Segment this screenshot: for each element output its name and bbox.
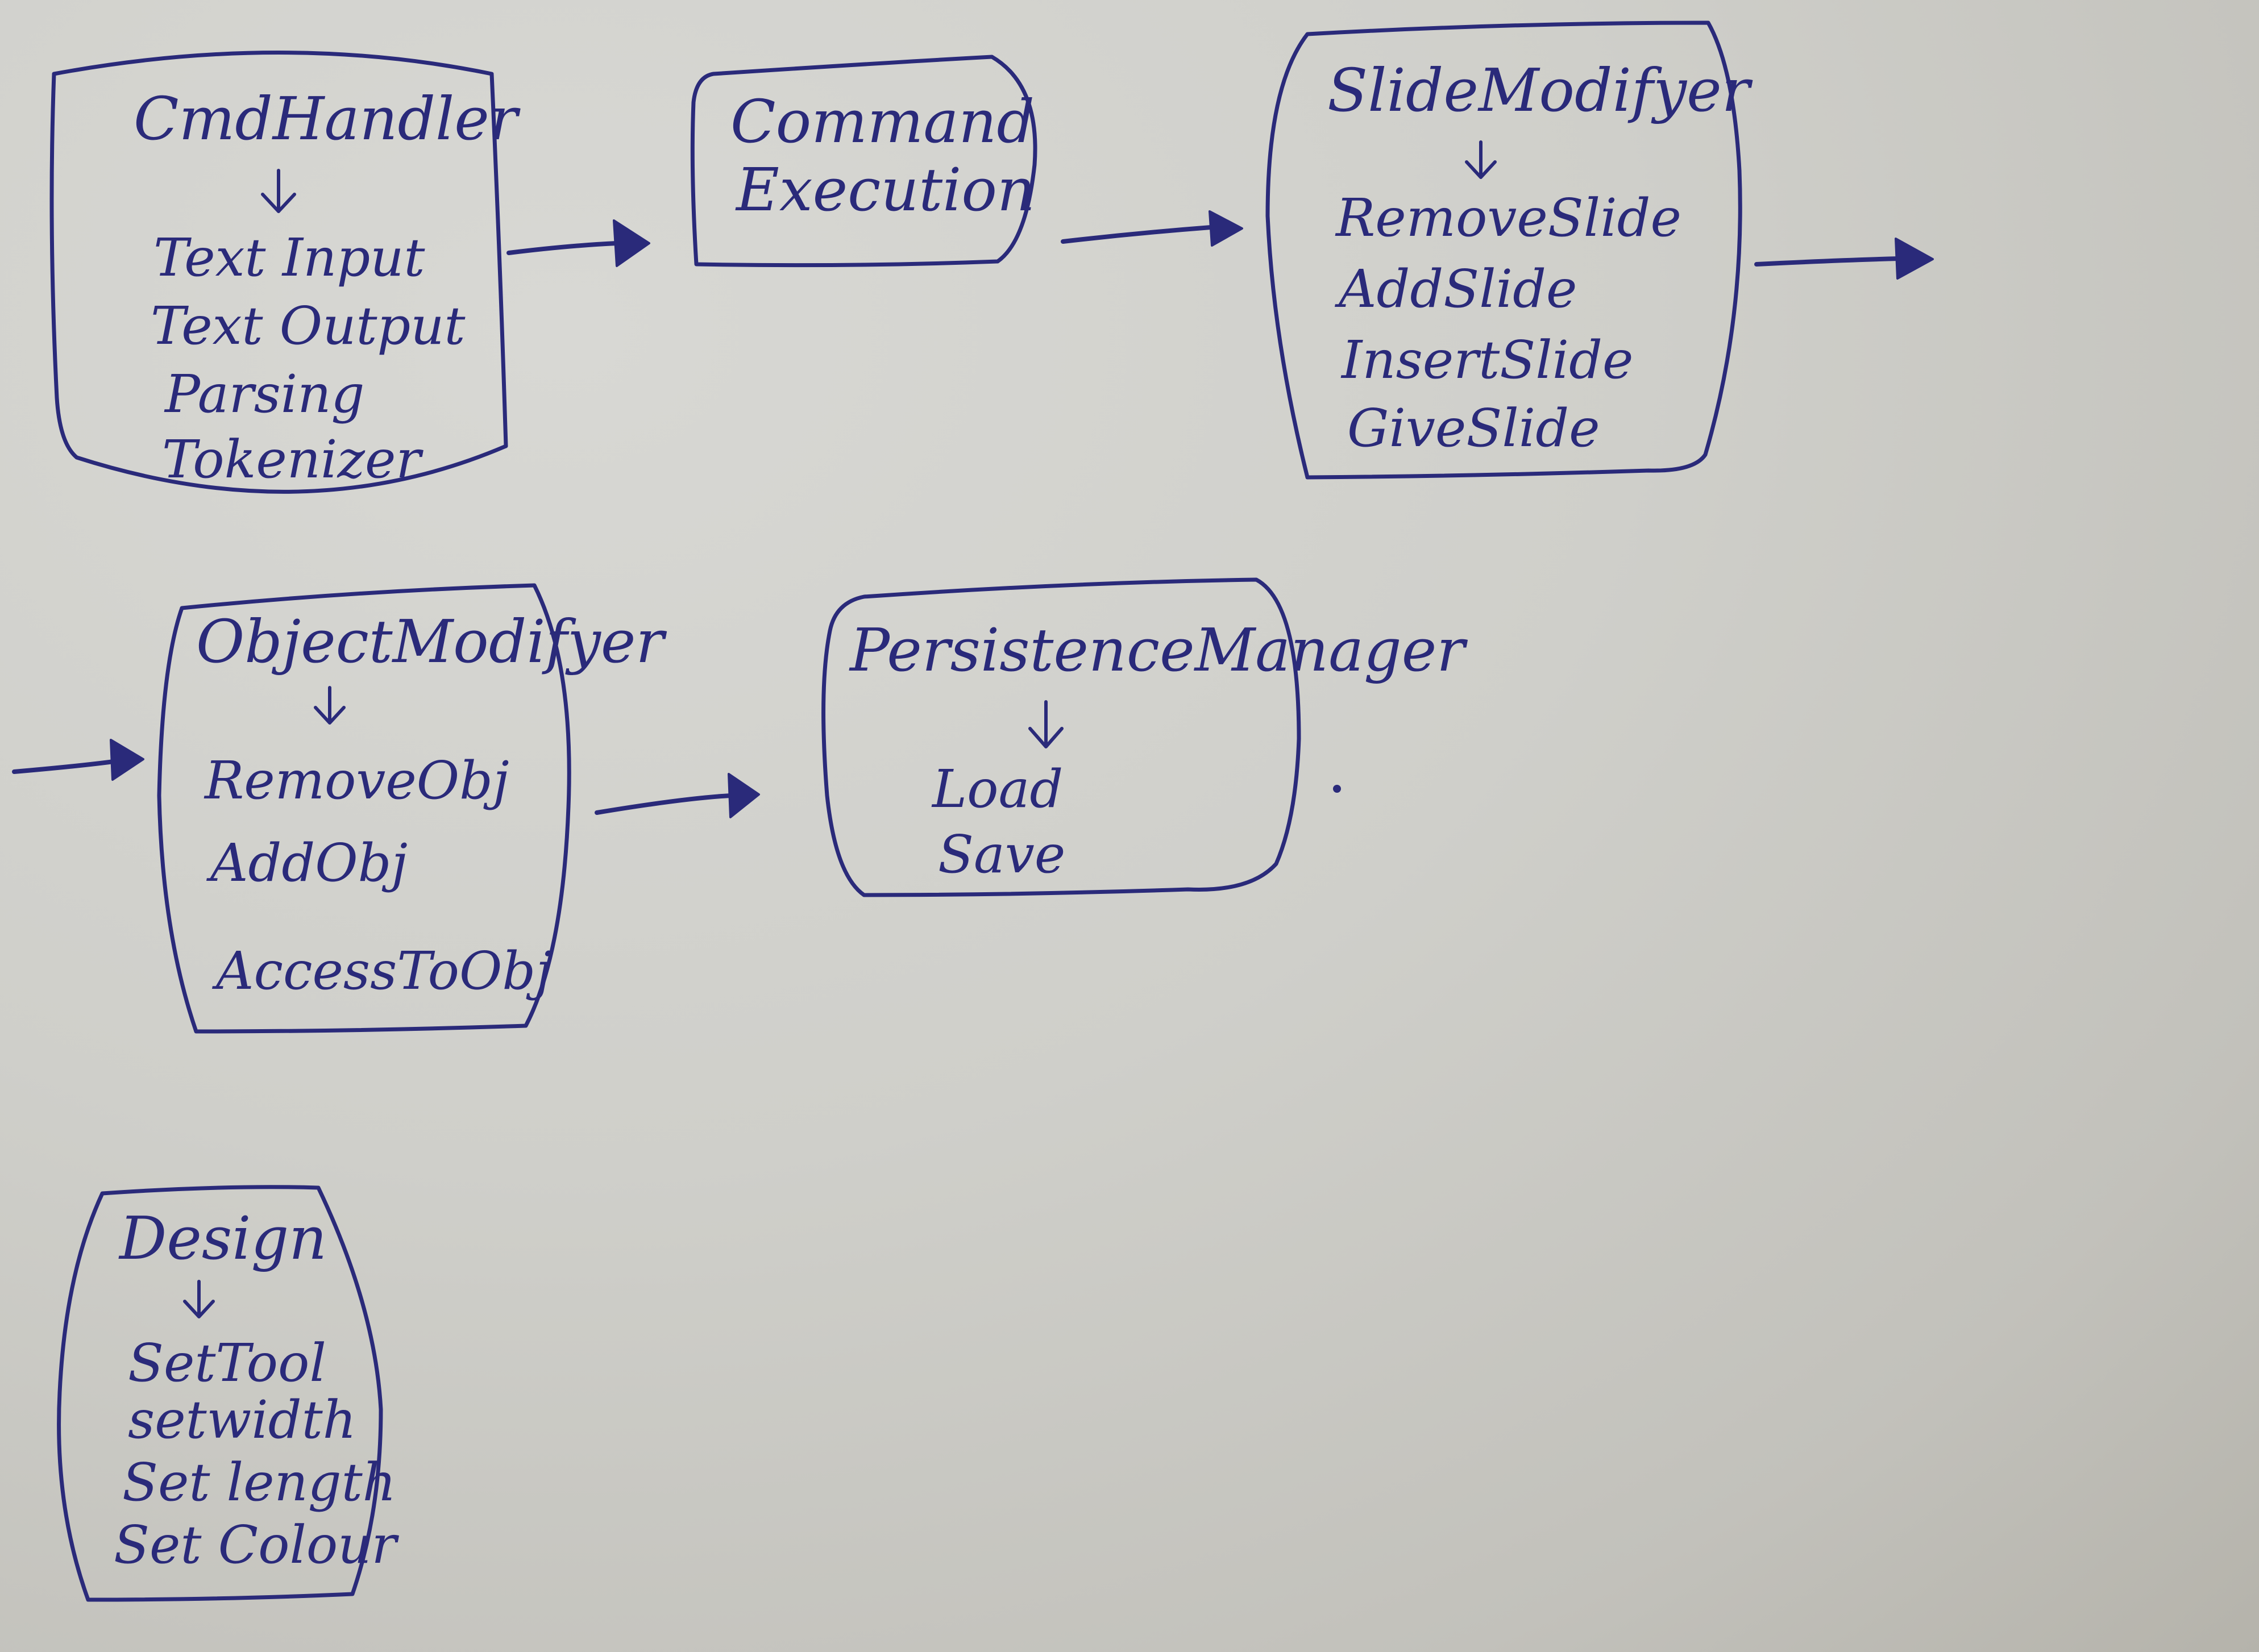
design-item: SetTool: [128, 1333, 326, 1393]
arrow-head-icon: [1895, 238, 1934, 280]
pen-dot: [1333, 785, 1341, 793]
persistence-manager-item: Save: [938, 824, 1065, 885]
cmd-handler-item: Tokenizer: [162, 429, 423, 490]
arrow-head-icon: [613, 219, 650, 267]
slide-modifyer-item: InsertSlide: [1340, 330, 1633, 390]
cmd-handler-item: Text Output: [151, 296, 466, 356]
command-execution-node: Command Execution: [690, 55, 1037, 268]
arrow-slide-out: [1754, 238, 1934, 280]
arrow-line: [12, 759, 116, 774]
cmd-handler-node: CmdHandler Text Input Text Output Parsin…: [49, 51, 521, 494]
object-modifyer-item: RemoveObj: [204, 750, 509, 811]
design-item: Set Colour: [114, 1514, 400, 1575]
design-box: [57, 1185, 383, 1602]
object-modifyer-title: ObjectModifyer: [196, 607, 667, 676]
persistence-manager-title: PersistenceManager: [849, 615, 1468, 685]
slide-modifyer-item: AddSlide: [1334, 259, 1577, 319]
arrow-head-icon: [728, 773, 760, 818]
arrow-head-icon: [110, 739, 144, 781]
down-arrow-icon: [183, 1280, 215, 1318]
object-modifyer-node: ObjectModifyer RemoveObj AddObj AccessTo…: [157, 583, 667, 1034]
design-item: setwidth: [128, 1389, 356, 1450]
object-modifyer-item: AddObj: [206, 833, 408, 893]
arrow-in-to-object: [12, 739, 144, 781]
design-item: Set length: [122, 1452, 396, 1513]
down-arrow-icon: [1028, 700, 1064, 748]
arrow-line: [1754, 256, 1901, 267]
down-arrow-icon: [1465, 140, 1497, 179]
arrow-head-icon: [1209, 210, 1243, 247]
arrow-line: [1061, 225, 1213, 244]
arrow-line: [506, 241, 619, 255]
slide-modifyer-box: [1265, 20, 1742, 480]
slide-modifyer-title: SlideModifyer: [1327, 56, 1753, 125]
object-modifyer-item: AccessToObj: [211, 941, 552, 1001]
design-title: Design: [118, 1204, 327, 1273]
arrow-cmd-to-exec: [506, 219, 650, 267]
persistence-manager-item: Load: [931, 759, 1063, 819]
design-node: Design SetTool setwidth Set length Set C…: [57, 1185, 400, 1602]
command-execution-line: Execution: [735, 155, 1035, 224]
arrow-object-to-persistence: [595, 773, 760, 818]
persistence-manager-node: PersistenceManager Load Save: [821, 577, 1468, 897]
arrow-line: [595, 793, 733, 815]
cmd-handler-box: [49, 51, 508, 494]
cmd-handler-title: CmdHandler: [134, 84, 521, 153]
cmd-handler-item: Parsing: [164, 364, 364, 425]
object-modifyer-box: [157, 583, 571, 1034]
down-arrow-icon: [314, 686, 346, 725]
persistence-manager-box: [821, 577, 1301, 897]
arrow-exec-to-slide: [1061, 210, 1243, 247]
slide-modifyer-item: GiveSlide: [1347, 398, 1600, 459]
command-execution-box: [690, 55, 1037, 268]
slide-modifyer-item: RemoveSlide: [1335, 188, 1681, 248]
command-execution-line: Command: [730, 87, 1035, 156]
down-arrow-icon: [261, 169, 296, 213]
slide-modifyer-node: SlideModifyer RemoveSlide AddSlide Inser…: [1265, 20, 1753, 480]
cmd-handler-item: Text Input: [153, 227, 426, 288]
